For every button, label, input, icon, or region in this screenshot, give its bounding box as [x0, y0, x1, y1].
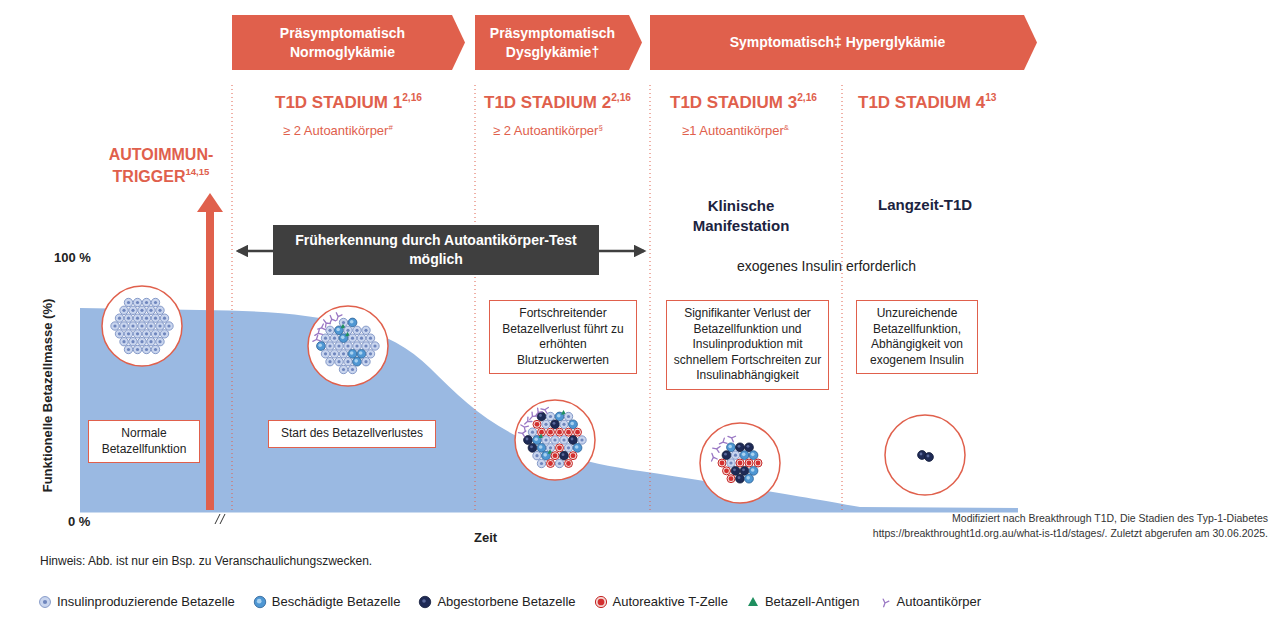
stage-label: T1D STADIUM 1 [275, 93, 402, 112]
legend-item: Abgestorbene Betazelle [418, 594, 575, 609]
phase-label: Langzeit-T1D [878, 196, 972, 213]
legend-symbol [418, 595, 432, 609]
node-text: Signifikanter Verlust der Betazellfunkti… [673, 306, 822, 384]
legend-text: Insulinproduzierende Betazelle [57, 594, 235, 609]
legend-item: Betazell-Antigen [746, 594, 860, 609]
footnote-group: Hinweis: Abb. ist nur ein Bsp. zu Verans… [40, 554, 372, 568]
node-text: Start des Betazellverlustes [275, 426, 429, 442]
reference-superscript: 14,15 [185, 166, 209, 177]
axis-title-group: Funktionelle Betazellmasse (%) [40, 271, 55, 521]
phase-label-group: Klinische Manifestation [680, 196, 802, 237]
reference-superscript: § [598, 123, 602, 132]
antibody-criterion: ≥ 2 Autoantikörper [493, 123, 598, 138]
axis-tick-group: 0 % [68, 514, 90, 529]
trigger-arrow [197, 193, 223, 510]
antibody-criterion-group: ≥ 2 Autoantikörper# [283, 123, 393, 138]
legend-text: Betazell-Antigen [765, 594, 860, 609]
cell-illustrations [102, 286, 965, 503]
node-text: Früherkennung durch Autoantikörper-Test … [283, 231, 589, 269]
axis-break [215, 514, 225, 524]
axis-tick: 100 % [54, 250, 91, 265]
reference-superscript: 2,16 [611, 92, 631, 103]
axis-title: Funktionelle Betazellmasse (%) [40, 299, 55, 493]
reference-superscript: 2,16 [797, 92, 817, 103]
stage-band: Präsymptomatisch Dysglykämie† [475, 15, 642, 70]
reference-superscript: & [784, 123, 789, 132]
legend-text: Abgestorbene Betazelle [437, 594, 575, 609]
reference-superscript: 13 [985, 92, 996, 103]
antibody-criterion: ≥1 Autoantikörper [682, 123, 784, 138]
chevron-shape [475, 15, 642, 70]
note-label: exogenes Insulin erforderlich [737, 258, 916, 274]
node-text: Unzureichende Betazellfunktion, Abhängig… [863, 306, 971, 368]
legend: Insulinproduzierende Betazelle Beschädigt… [38, 594, 981, 609]
node-text: Präsymptomatisch Dysglykämie† [475, 24, 630, 62]
axis-tick: 0 % [68, 514, 90, 529]
info-box: Signifikanter Verlust der Betazellfunkti… [666, 300, 829, 390]
stage-label: T1D STADIUM 4 [858, 93, 985, 112]
node-text: Symptomatisch‡ Hyperglykämie [730, 33, 946, 52]
legend-symbol [746, 595, 760, 609]
legend-item: Autoreaktive T-Zelle [594, 594, 728, 609]
stage-dividers [232, 85, 842, 512]
axis-tick-group: 100 % [54, 250, 91, 265]
chevron-shape [232, 15, 465, 70]
legend-text: Autoreaktive T-Zelle [613, 594, 728, 609]
legend-text: Autoantikörper [897, 594, 982, 609]
stage-label-group: T1D STADIUM 413 [858, 92, 997, 113]
stage-label: T1D STADIUM 2 [484, 93, 611, 112]
legend-symbol [38, 595, 52, 609]
antibody-criterion-group: ≥1 Autoantikörper& [682, 123, 789, 138]
legend-symbol [253, 595, 267, 609]
stage-label-group: T1D STADIUM 32,16 [670, 92, 817, 113]
trigger-label-group: AUTOIMMUN-TRIGGER14,15 [95, 145, 227, 187]
trigger-label: AUTOIMMUN-TRIGGER [109, 146, 214, 185]
node-text: Normale Betazellfunktion [95, 426, 193, 457]
phase-label: Klinische Manifestation [693, 197, 790, 234]
stage-label: T1D STADIUM 3 [670, 93, 797, 112]
stage-label-group: T1D STADIUM 12,16 [275, 92, 422, 113]
reference-superscript: 2,16 [402, 92, 422, 103]
source-note: Modifiziert nach Breakthrough T1D, Die S… [873, 512, 1268, 539]
detection-box: Früherkennung durch Autoantikörper-Test … [273, 225, 599, 275]
axis-title-group: Zeit [474, 530, 497, 545]
legend-item: Insulinproduzierende Betazelle [38, 594, 235, 609]
legend-item: Autoantikörper [878, 594, 982, 609]
antibody-criterion-group: ≥ 2 Autoantikörper§ [493, 123, 603, 138]
x-axis [80, 512, 1018, 513]
note-label-group: exogenes Insulin erforderlich [737, 258, 916, 274]
legend-text: Beschädigte Betazelle [272, 594, 401, 609]
phase-label-group: Langzeit-T1D [878, 196, 972, 213]
source-note-group: Modifiziert nach Breakthrough T1D, Die S… [828, 511, 1268, 541]
info-box: Normale Betazellfunktion [88, 420, 200, 463]
antibody-criterion: ≥ 2 Autoantikörper [283, 123, 388, 138]
reference-superscript: # [388, 123, 392, 132]
axis-title: Zeit [474, 530, 497, 545]
node-text: Fortschreitender Betazellverlust führt z… [496, 306, 630, 368]
footnote: Hinweis: Abb. ist nur ein Bsp. zu Verans… [40, 554, 372, 568]
stage-band: Symptomatisch‡ Hyperglykämie [650, 15, 1037, 70]
stage-band: Präsymptomatisch Normoglykämie [232, 15, 465, 70]
stage-label-group: T1D STADIUM 22,16 [484, 92, 631, 113]
legend-item: Beschädigte Betazelle [253, 594, 401, 609]
node-text: Präsymptomatisch Normoglykämie [232, 24, 453, 62]
legend-symbol [594, 595, 608, 609]
legend-symbol [878, 595, 892, 609]
info-box: Fortschreitender Betazellverlust führt z… [489, 300, 637, 374]
info-box: Start des Betazellverlustes [268, 420, 436, 448]
info-box: Unzureichende Betazellfunktion, Abhängig… [856, 300, 978, 374]
